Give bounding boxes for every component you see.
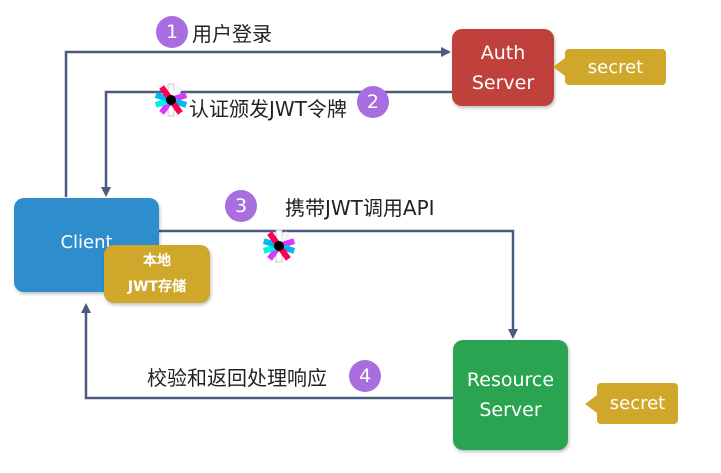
- step-2: 认证颁发JWT令牌 2: [189, 85, 389, 122]
- step-2-label: 认证颁发JWT令牌: [189, 97, 347, 121]
- jwt-logo-icon: [154, 83, 188, 117]
- step-3-label: 携带JWT调用API: [285, 195, 435, 220]
- arrow-issue-token: [101, 90, 452, 197]
- step-1-badge: 1: [156, 16, 188, 48]
- resource-secret-label: secret: [609, 393, 666, 414]
- storage-label-1: 本地: [143, 253, 171, 269]
- resource-server-label-2: Server: [479, 399, 542, 421]
- step-3-badge: 3: [225, 190, 257, 222]
- step-4-badge: 4: [349, 360, 381, 392]
- storage-label-2: JWT存储: [127, 279, 187, 295]
- step-1-label: 用户登录: [192, 21, 272, 46]
- step-3: 3 携带JWT调用API: [225, 190, 435, 222]
- auth-server-label-1: Auth: [480, 41, 526, 64]
- local-jwt-storage-node: 本地 JWT存储: [104, 245, 210, 303]
- arrow-call-api: [159, 229, 518, 339]
- client-label: Client: [60, 232, 113, 253]
- step-4-label: 校验和返回处理响应: [147, 365, 327, 390]
- step-1: 1 用户登录: [156, 16, 272, 48]
- resource-secret-callout: secret: [585, 383, 678, 424]
- arrow-response: [81, 303, 453, 400]
- step-2-badge: 2: [356, 85, 389, 118]
- auth-server-node: Auth Server: [452, 29, 554, 106]
- auth-secret-callout: secret: [553, 49, 666, 85]
- arrow-login: [64, 47, 451, 197]
- auth-server-label-2: Server: [471, 71, 535, 94]
- step-4: 校验和返回处理响应 4: [147, 360, 381, 392]
- auth-secret-label: secret: [587, 56, 644, 78]
- resource-server-label-1: Resource: [466, 369, 555, 391]
- jwt-logo-icon: [262, 229, 296, 263]
- resource-server-node: Resource Server: [453, 340, 568, 450]
